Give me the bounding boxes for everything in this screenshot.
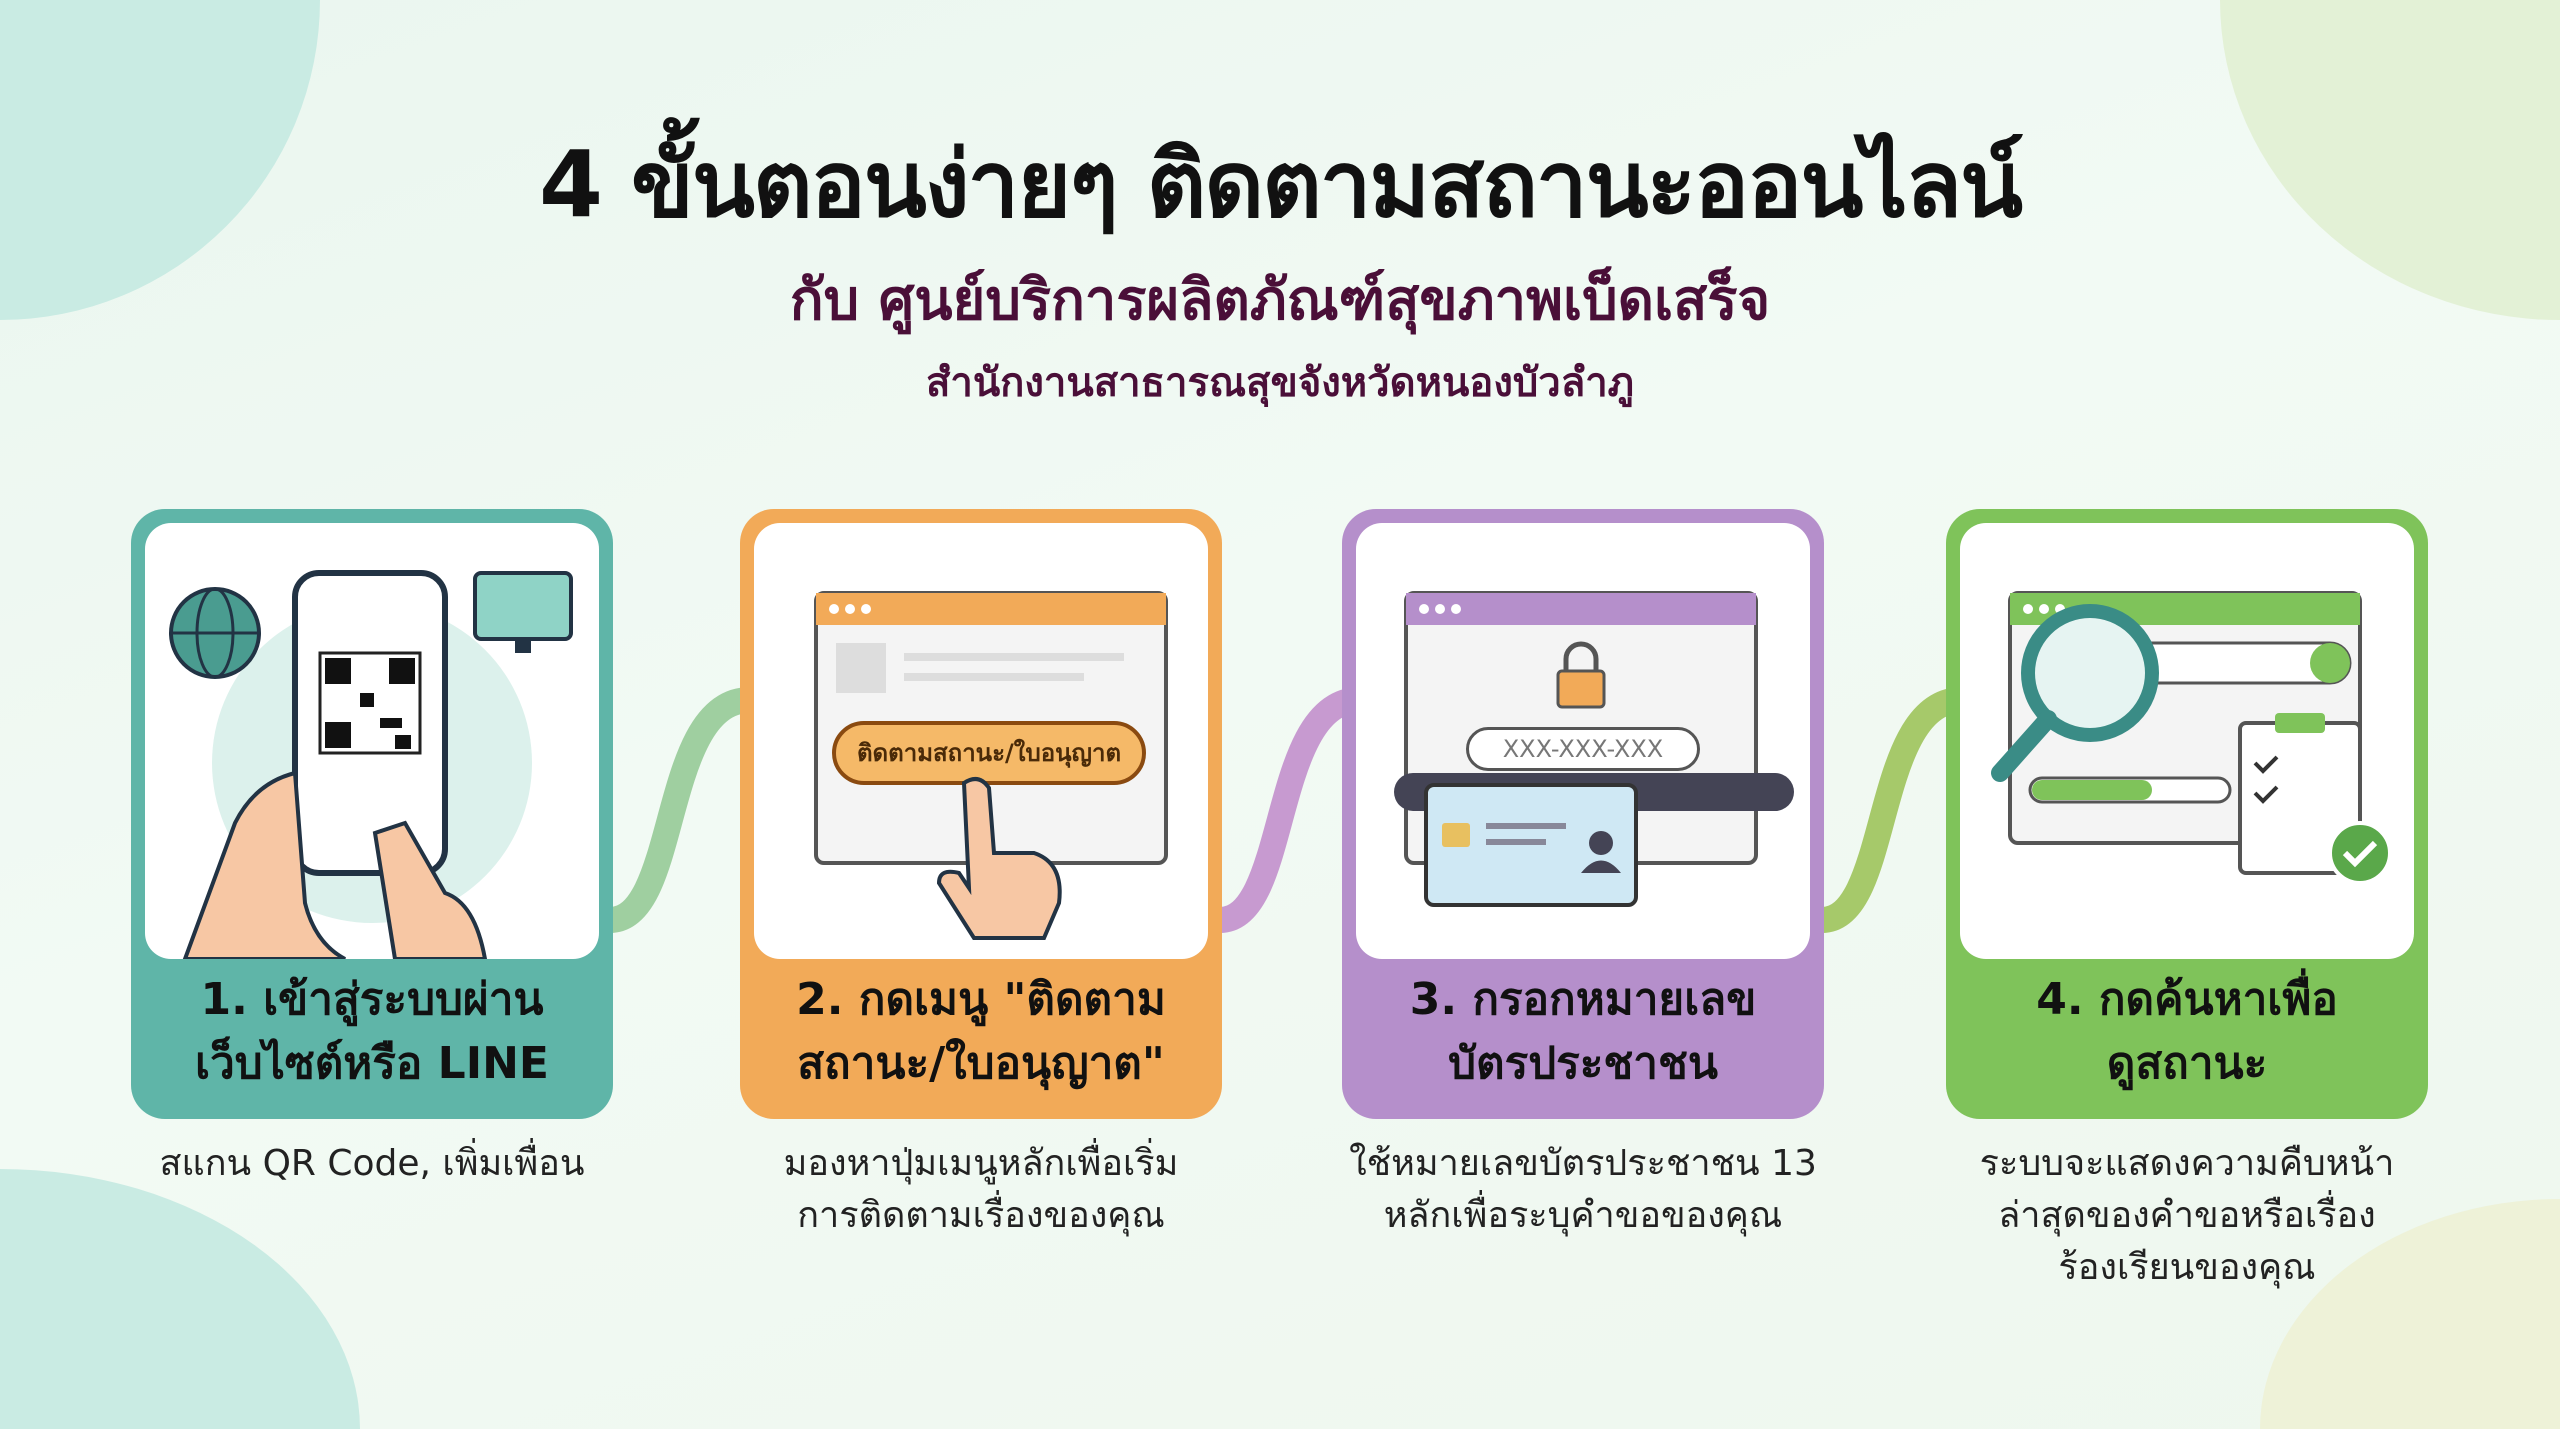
clipboard-icon <box>2238 713 2362 875</box>
step-card-1: 1. เข้าสู่ระบบผ่าน เว็บไซต์หรือ LINE <box>131 509 613 1119</box>
id-number-input[interactable]: XXX-XXX-XXX <box>1466 727 1700 771</box>
checkmark-icon <box>2328 821 2392 885</box>
step-card-3: XXX-XXX-XXX 3. กรอกหมายเลข บัตรประชาชน <box>1342 509 1824 1119</box>
step-2-title: 2. กดเมนู "ติดตาม สถานะ/ใบอนุญาต" <box>796 974 1166 1089</box>
magnifier-icon <box>1991 604 2159 782</box>
step-1-illustration <box>145 523 599 959</box>
connector-1-2 <box>608 687 752 933</box>
lock-icon <box>1556 641 1606 709</box>
step-2-illustration: ติดตามสถานะ/ใบอนุญาต <box>754 523 1208 959</box>
browser-menu-icon <box>814 591 1168 865</box>
step-4-illustration <box>1960 523 2414 959</box>
step-card-2: ติดตามสถานะ/ใบอนุญาต 2. กดเมนู "ติดตาม ส… <box>740 509 1222 1119</box>
organization-name: สำนักงานสาธารณสุขจังหวัดหนองบัวลำภู <box>925 360 1635 406</box>
step-1-description: สแกน QR Code, เพิ่มเพื่อน <box>159 1143 585 1184</box>
pointing-hand-icon <box>936 777 1062 940</box>
phone-qr-icon <box>169 570 573 959</box>
step-3-illustration: XXX-XXX-XXX <box>1356 523 1810 959</box>
connector-3-4 <box>1820 687 1964 933</box>
search-status-icon <box>1991 591 2392 885</box>
track-status-menu-button[interactable]: ติดตามสถานะ/ใบอนุญาต <box>856 739 1122 767</box>
decor-blob <box>0 1169 360 1429</box>
page-subtitle: กับ ศูนย์บริการผลิตภัณฑ์สุขภาพเบ็ดเสร็จ <box>789 268 1771 333</box>
step-2-description: มองหาปุ่มเมนูหลักเพื่อเริ่ม การติดตามเรื… <box>783 1143 1179 1236</box>
step-4-title: 4. กดค้นหาเพื่อ ดูสถานะ <box>2036 974 2338 1089</box>
page-title: 4 ขั้นตอนง่ายๆ ติดตามสถานะออนไลน์ <box>539 131 2023 238</box>
step-1-title: 1. เข้าสู่ระบบผ่าน เว็บไซต์หรือ LINE <box>195 974 549 1089</box>
step-3-title: 3. กรอกหมายเลข บัตรประชาชน <box>1409 974 1757 1089</box>
step-4-description: ระบบจะแสดงความคืบหน้า ล่าสุดของคำขอหรือเ… <box>1979 1143 2395 1288</box>
step-3-description: ใช้หมายเลขบัตรประชาชน 13 หลักเพื่อระบุคำ… <box>1349 1143 1817 1236</box>
monitor-icon <box>473 571 573 653</box>
globe-icon <box>169 587 261 679</box>
connector-2-3 <box>1218 687 1362 933</box>
step-card-4: 4. กดค้นหาเพื่อ ดูสถานะ <box>1946 509 2428 1119</box>
